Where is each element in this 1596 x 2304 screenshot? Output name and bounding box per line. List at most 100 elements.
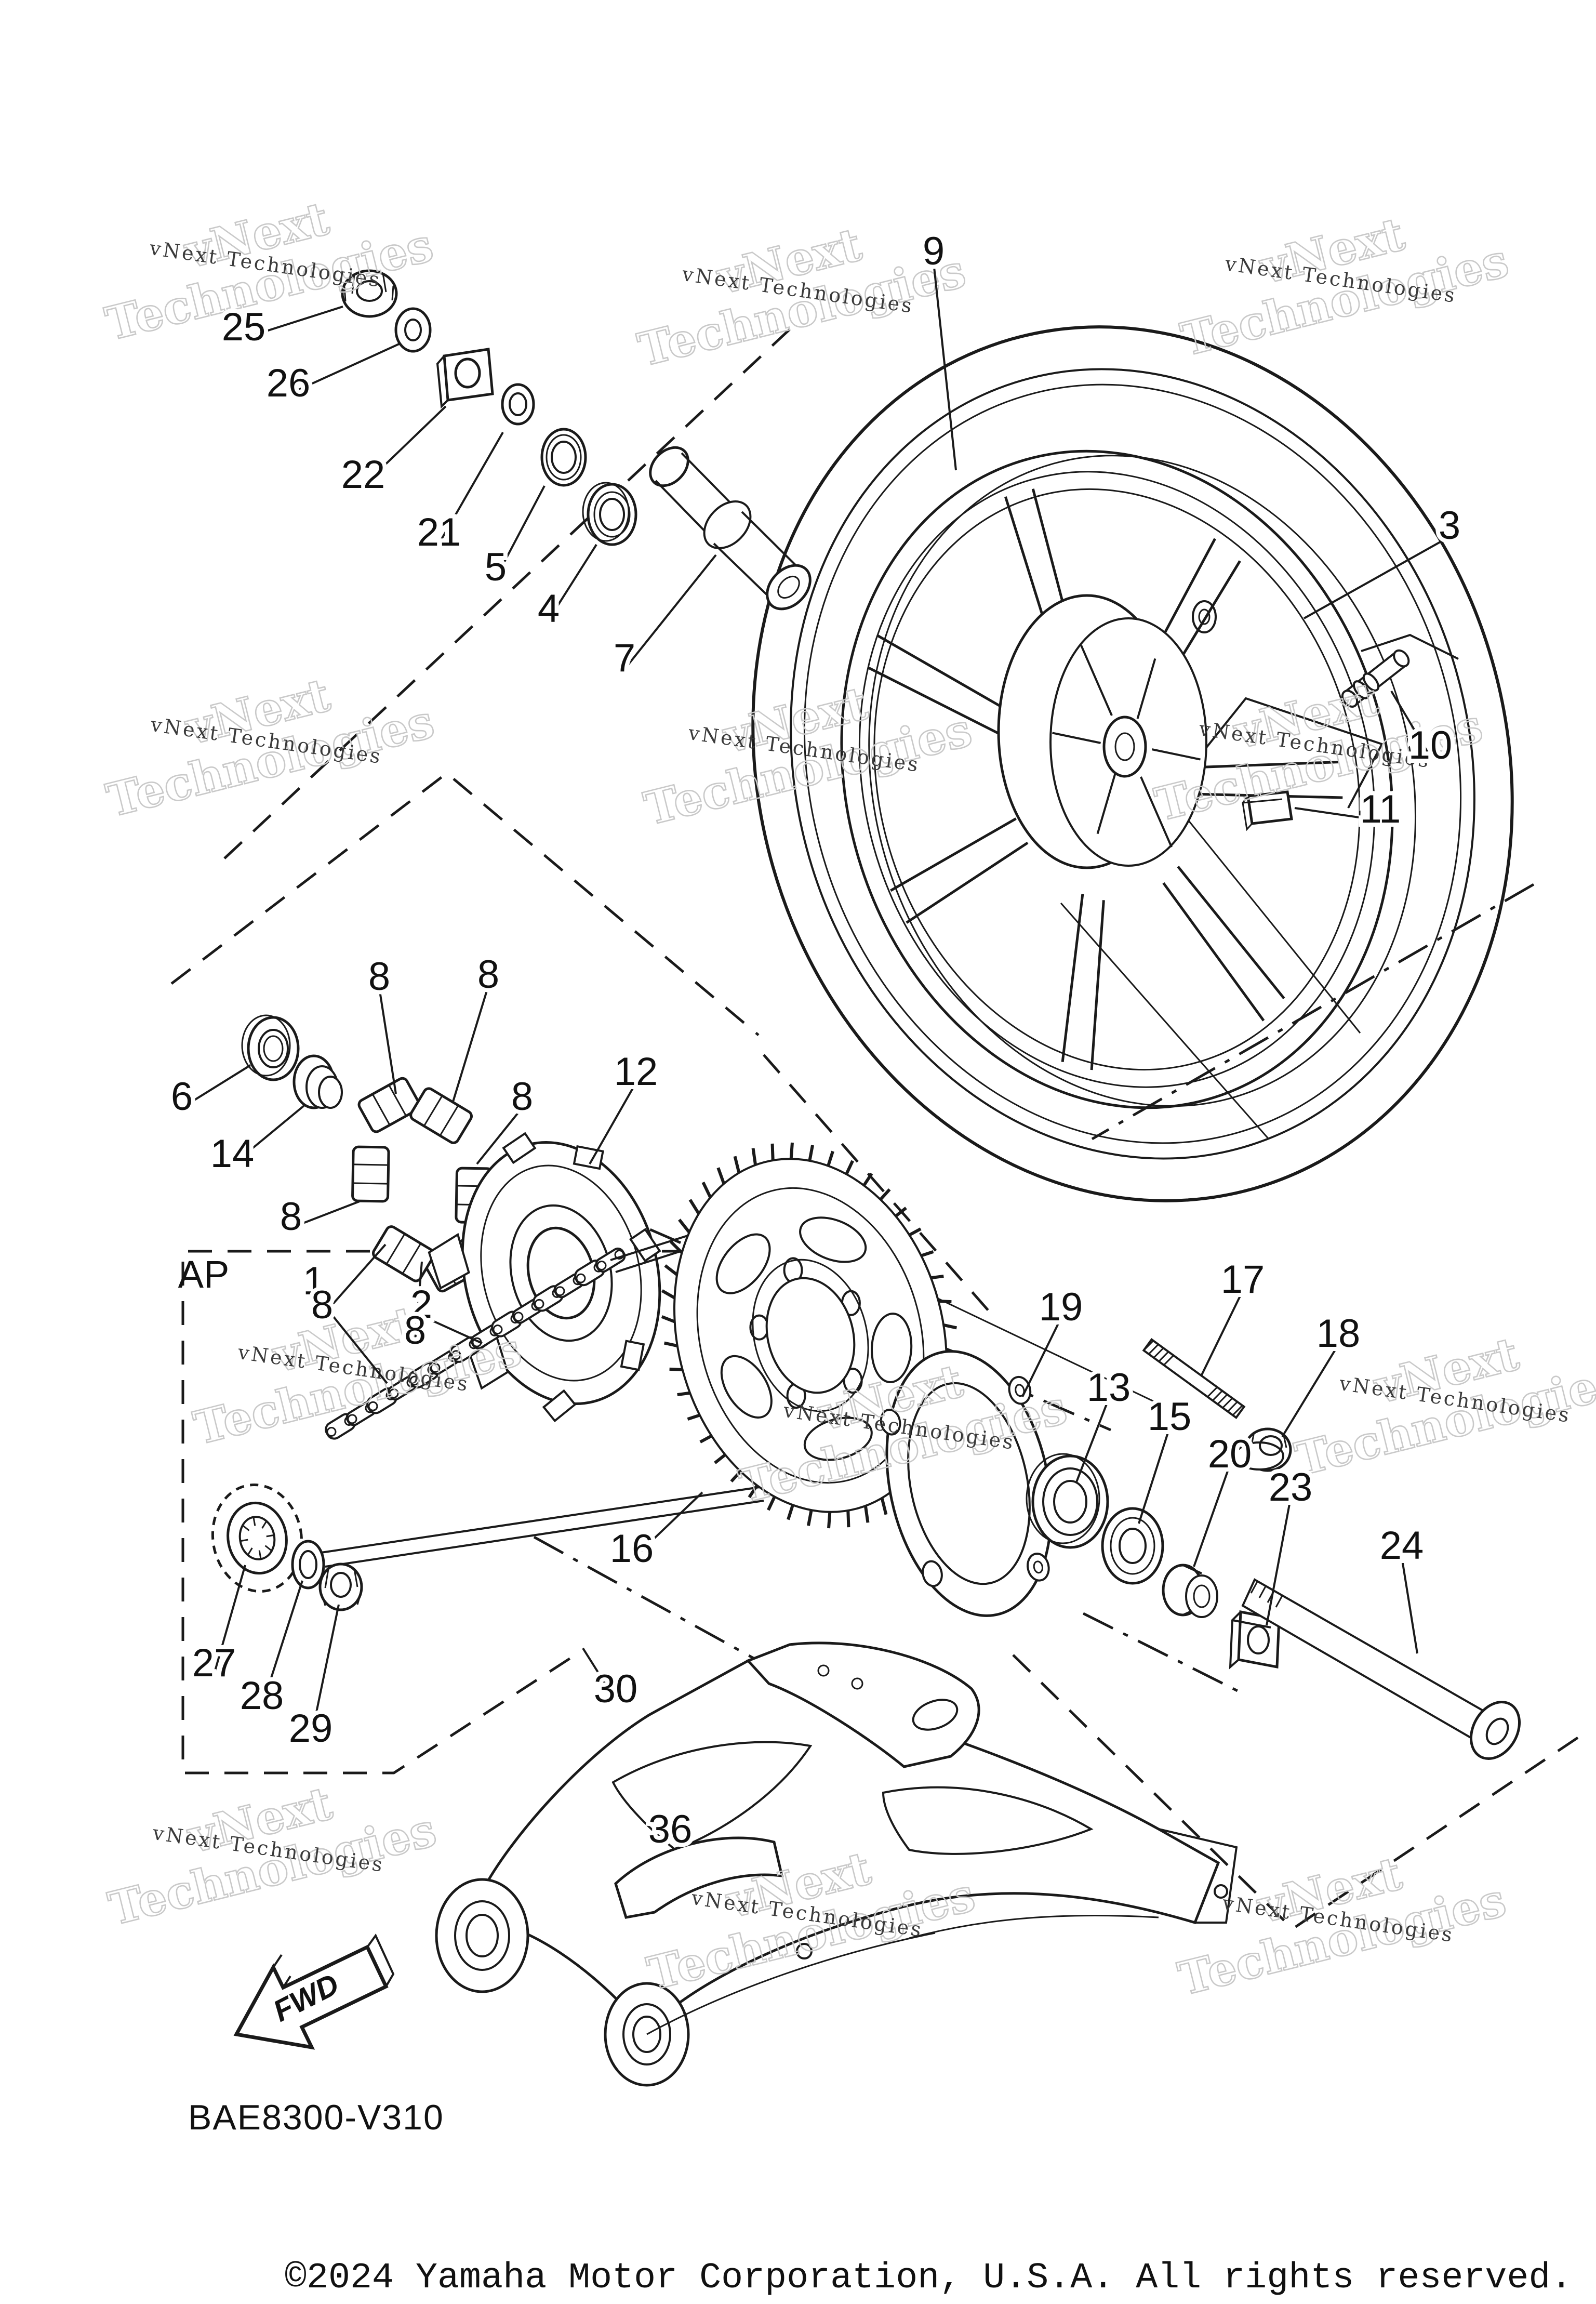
sprocket-tooth: [748, 1484, 759, 1499]
sprocket-tooth: [670, 1240, 683, 1254]
damper-block-8: [351, 1145, 390, 1203]
sprocket-tooth: [943, 1323, 957, 1330]
leader-line-8: [414, 1261, 423, 1342]
hub-spoke: [1152, 748, 1201, 761]
sprocket-slot: [720, 1355, 773, 1419]
callout-14[interactable]: 14: [206, 1128, 259, 1180]
callout-28[interactable]: 28: [236, 1670, 288, 1722]
collar-20: [1162, 1564, 1218, 1618]
sprocket-tooth: [895, 1207, 907, 1217]
chain-guard-36: [614, 1836, 784, 1919]
fwd-arrow: FWD: [233, 1934, 395, 2050]
leader-line-11: [1294, 807, 1381, 822]
sprocket-tooth: [908, 1227, 922, 1237]
diagram-code: BAE8300-V310: [188, 2098, 444, 2137]
callout-17[interactable]: 17: [1217, 1253, 1269, 1306]
callout-8[interactable]: 8: [364, 950, 394, 1003]
hub-inner-spokes: [1052, 645, 1201, 848]
sprocket-tooth: [661, 1289, 675, 1300]
callout-30[interactable]: 30: [590, 1663, 642, 1715]
hub-spoke: [1136, 658, 1156, 719]
boundary-right-diagonal: [1091, 883, 1535, 1141]
callout-11[interactable]: 11: [1356, 783, 1405, 836]
callout-20[interactable]: 20: [1204, 1428, 1256, 1480]
callout-36[interactable]: 36: [644, 1803, 697, 1856]
sprocket-tooth: [733, 1156, 741, 1173]
rim-stud-hole: [1192, 600, 1217, 633]
damper-block-8: [409, 1087, 473, 1144]
callout-24[interactable]: 24: [1376, 1519, 1428, 1572]
callout-7[interactable]: 7: [609, 632, 640, 684]
spoke: [906, 841, 1029, 924]
callout-18[interactable]: 18: [1312, 1307, 1365, 1360]
bearing-4: [582, 482, 637, 546]
callout-29[interactable]: 29: [285, 1702, 337, 1755]
washer-26: [394, 307, 432, 353]
callout-1[interactable]: 1: [299, 1255, 329, 1307]
flange-nut-18: [1234, 1427, 1292, 1472]
callout-8[interactable]: 8: [473, 948, 503, 1001]
leader-line-14: [231, 1105, 305, 1166]
callout-12[interactable]: 12: [610, 1045, 662, 1098]
callout-4[interactable]: 4: [534, 582, 564, 635]
spoke: [1177, 866, 1285, 999]
leader-line-29: [310, 1604, 340, 1740]
rear-sprocket-16: [661, 1142, 960, 1529]
spoke: [876, 634, 1015, 715]
leader-line-3: [1304, 536, 1450, 619]
boundary-chevron-weight: [1194, 697, 1384, 809]
bearing-6: [241, 1014, 300, 1081]
callout-3[interactable]: 3: [1434, 499, 1465, 552]
swingarm-pivot-boss: [435, 1878, 529, 1993]
tire: [751, 325, 1514, 1202]
sprocket-tooth: [678, 1219, 690, 1234]
callout-15[interactable]: 15: [1143, 1391, 1196, 1443]
swingarm-axle-block: [1158, 1828, 1238, 1924]
boundary-axle-group: [1012, 1654, 1588, 1931]
hub-spoke: [1052, 732, 1101, 744]
sprocket-slot: [871, 1313, 913, 1384]
leader-line-17: [1200, 1290, 1244, 1376]
chain-lower-run-lines: [321, 1486, 764, 1568]
callout-22[interactable]: 22: [337, 448, 390, 501]
phantom-line-hub-b: [1060, 903, 1270, 1140]
swingarm-upper-bracket: [746, 1641, 980, 1768]
stud-bolt-17: [1142, 1338, 1246, 1419]
callout-26[interactable]: 26: [262, 357, 315, 409]
callout-21[interactable]: 21: [413, 506, 466, 559]
sprocket-tooth: [663, 1341, 678, 1347]
callout-8[interactable]: 8: [307, 1279, 337, 1331]
sprocket-tooth: [716, 1167, 726, 1185]
callout-8[interactable]: 8: [507, 1070, 537, 1123]
swingarm-36: [435, 1641, 1238, 2087]
sprocket-slot: [803, 1416, 873, 1461]
sprocket-tooth: [807, 1509, 813, 1526]
callout-8[interactable]: 8: [276, 1190, 306, 1243]
spoke: [1090, 900, 1105, 1070]
leader-line-9: [933, 262, 957, 471]
tire-valve-10: [1341, 649, 1410, 708]
callout-13[interactable]: 13: [1083, 1361, 1135, 1414]
callout-5[interactable]: 5: [481, 541, 511, 593]
sprocket-tooth: [845, 1160, 854, 1175]
spoke: [1162, 882, 1265, 1022]
callout-9[interactable]: 9: [919, 225, 949, 277]
callout-19[interactable]: 19: [1035, 1281, 1087, 1333]
sprocket-slot: [799, 1216, 867, 1263]
callout-6[interactable]: 6: [167, 1070, 197, 1123]
callout-8[interactable]: 8: [400, 1304, 430, 1357]
sprocket-tooth: [808, 1145, 814, 1161]
leader-line-1: [313, 1291, 388, 1384]
callout-27[interactable]: 27: [188, 1637, 241, 1689]
callout-25[interactable]: 25: [218, 301, 270, 353]
sprocket-tooth: [677, 1391, 690, 1397]
callout-2[interactable]: 2: [406, 1278, 436, 1331]
callout-23[interactable]: 23: [1265, 1461, 1317, 1514]
callout-10[interactable]: 10: [1404, 719, 1457, 772]
callout-16[interactable]: 16: [606, 1522, 658, 1575]
spline-tooth: [240, 1539, 248, 1542]
